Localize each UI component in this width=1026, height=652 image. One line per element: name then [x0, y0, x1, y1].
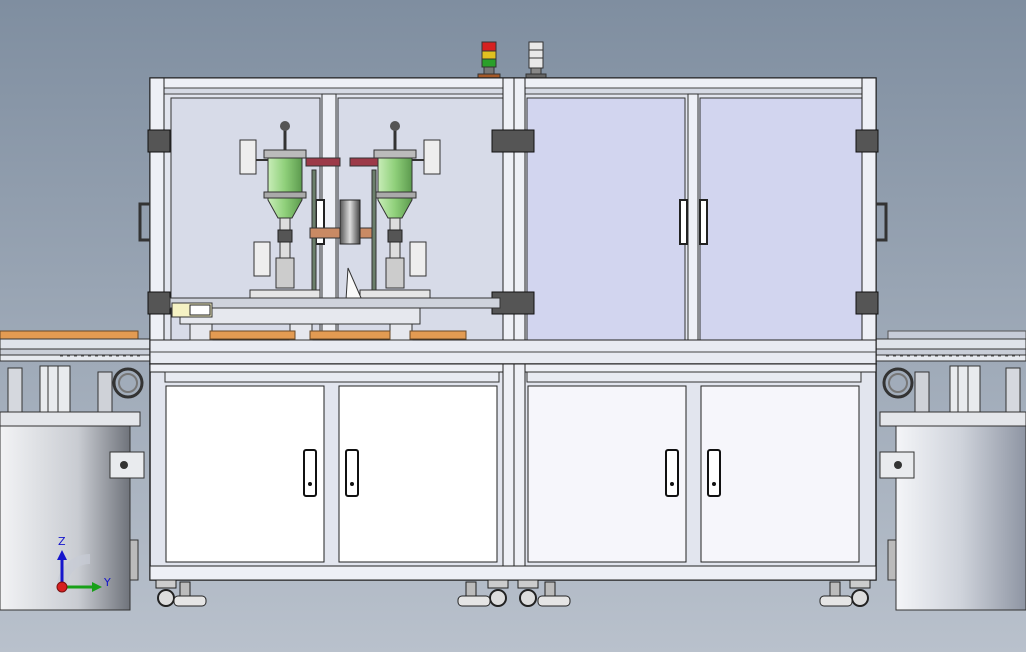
lifting-eye-icon	[882, 367, 914, 399]
right-glue-tank	[879, 411, 1026, 611]
cabinet-door-2[interactable]	[338, 385, 498, 563]
axis-y-label: Y	[103, 576, 111, 589]
door-handle-icon	[699, 199, 708, 245]
cabinet-door-1[interactable]	[165, 385, 325, 563]
left-glue-tank	[0, 411, 145, 611]
right-conveyor	[875, 330, 1026, 362]
axis-z-label: Z	[58, 535, 66, 548]
left-conveyor	[0, 330, 151, 362]
right-tank-fittings	[882, 365, 1021, 415]
cabinet-door-4[interactable]	[700, 385, 860, 563]
signal-tower-icon	[477, 41, 501, 80]
caster-wheel-icon	[155, 579, 871, 607]
door-handle-icon	[679, 199, 688, 245]
dispensing-unit-left	[239, 121, 341, 301]
door-handle-icon	[707, 449, 721, 497]
axis-triad-icon: Z Y	[56, 535, 111, 593]
workpiece-slide	[169, 297, 501, 341]
lifting-eye-icon	[112, 367, 144, 399]
cabinet-door-3[interactable]	[527, 385, 687, 563]
left-tank-fittings	[7, 365, 144, 415]
cabinet-doors	[165, 385, 860, 563]
right-glass-panel-a	[526, 97, 686, 351]
door-handle-icon	[665, 449, 679, 497]
beacon-icon	[525, 41, 547, 80]
dispensing-unit-right	[349, 121, 441, 301]
rotary-hub	[309, 169, 377, 301]
door-handle-icon	[303, 449, 317, 497]
right-glass-panel-b	[699, 97, 863, 351]
door-handle-icon	[345, 449, 359, 497]
